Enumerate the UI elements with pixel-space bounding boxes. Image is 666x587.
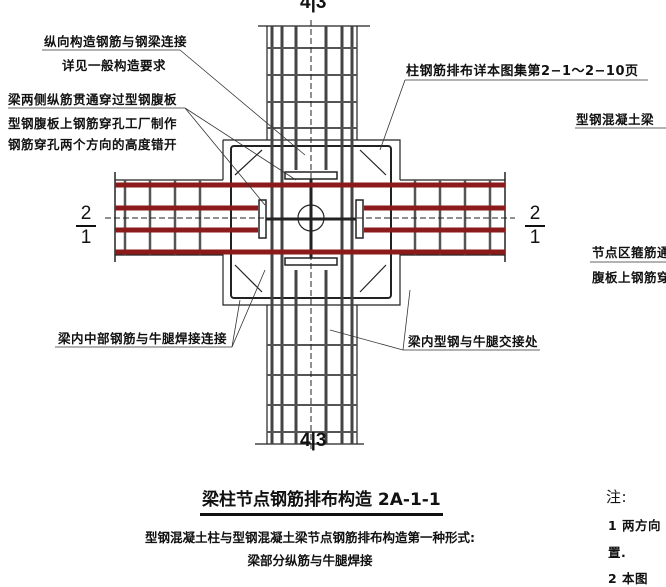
label-web-rebar: 腹板上钢筋穿	[592, 270, 666, 285]
leader-lines	[8, 49, 666, 351]
label-stirrup-zone: 节点区箍筋通	[592, 245, 666, 260]
section-mark-left: 2 1	[76, 203, 96, 249]
label-column-rebar-ref: 柱钢筋排布详本图集第2−1～2−10页	[406, 64, 639, 79]
label-mid-bar-weld: 梁内中部钢筋与牛腿焊接连接	[58, 331, 228, 346]
drawing-subtitle-2: 梁部分纵筋与牛腿焊接	[247, 553, 373, 568]
section-mark-num: 1	[80, 227, 92, 248]
label-hole-offset: 钢筋穿孔两个方向的高度错开	[8, 137, 178, 152]
axis-label-bottom: 4|3	[300, 430, 327, 451]
section-mark-num: 2	[525, 203, 545, 227]
section-circle	[297, 204, 325, 232]
axis-label-top: 4|3	[300, 0, 327, 13]
section-mark-num: 2	[76, 203, 96, 227]
label-steel-beam: 型钢混凝土梁	[576, 112, 655, 127]
label-beam-side-bars: 梁两侧纵筋贯通穿过型钢腹板	[8, 92, 178, 107]
drawing-subtitle-1: 型钢混凝土柱与型钢混凝土梁节点钢筋排布构造第一种形式:	[145, 530, 475, 545]
label-web-holes: 型钢腹板上钢筋穿孔工厂制作	[8, 116, 178, 131]
notes-heading: 注:	[606, 488, 628, 506]
section-mark-right: 2 1	[525, 203, 545, 249]
label-longitudinal-connection: 纵向构造钢筋与钢梁连接	[44, 34, 188, 49]
drawing-title: 梁柱节点钢筋排布构造 2A-1-1	[200, 485, 443, 516]
note-1-cont: 置.	[608, 545, 627, 560]
note-2: 2 本图	[608, 571, 649, 586]
beam-longitudinal-bars	[115, 182, 505, 255]
label-see-general: 详见一般构造要求	[62, 58, 167, 73]
note-1: 1 两方向	[608, 518, 662, 533]
label-steel-bracket-joint: 梁内型钢与牛腿交接处	[408, 334, 539, 349]
section-mark-num: 1	[529, 227, 541, 248]
